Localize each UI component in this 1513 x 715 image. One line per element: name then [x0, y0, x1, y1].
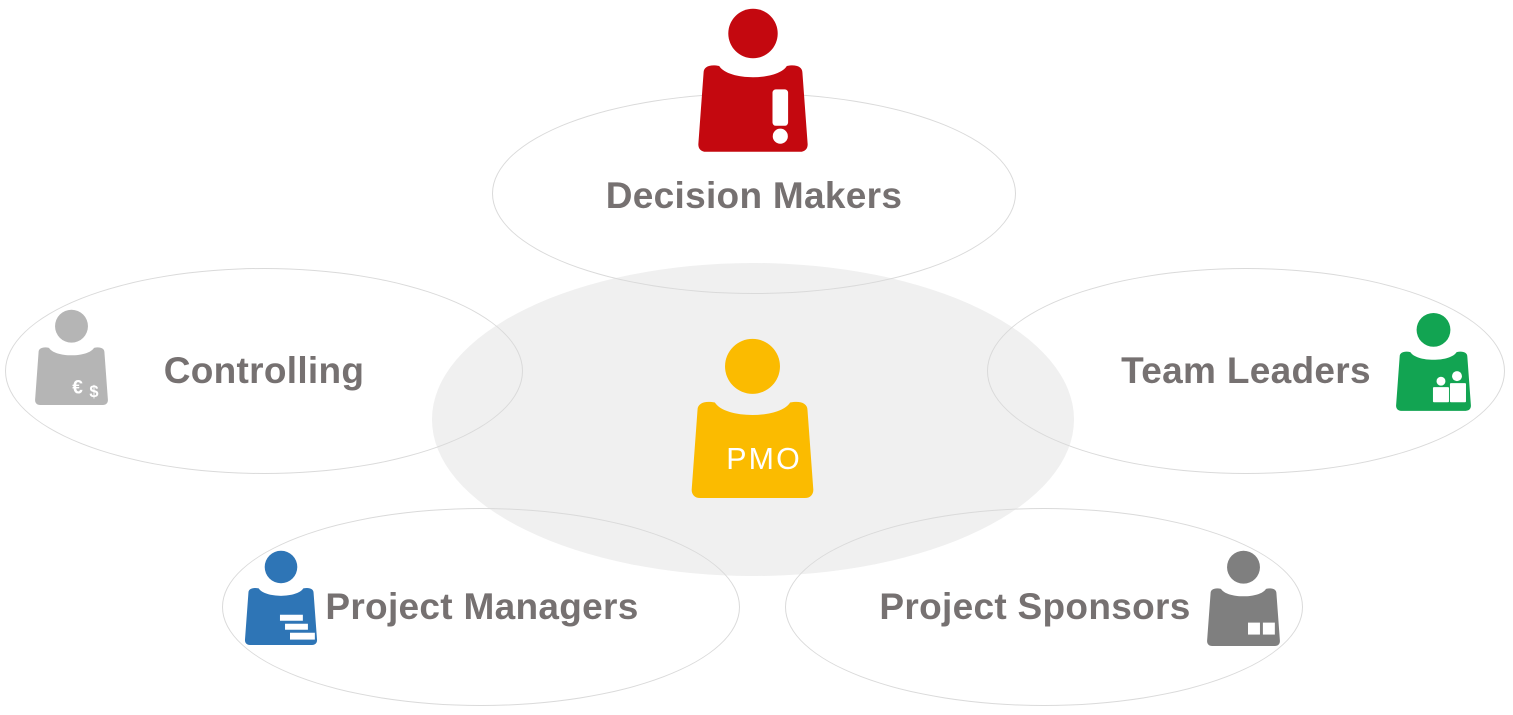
person-body [698, 65, 808, 152]
exclamation-icon [772, 89, 789, 144]
pmo-person-icon: PMO [691, 338, 814, 498]
team-leaders-ellipse [987, 268, 1505, 474]
person-body [35, 347, 108, 405]
controlling-person-icon: € $ [35, 309, 108, 405]
project-sponsors-ellipse [785, 508, 1303, 706]
person-body [1207, 588, 1280, 646]
currency-icon: € $ [72, 378, 98, 401]
euro-symbol: € [72, 378, 83, 399]
person-head [1416, 312, 1451, 347]
decision-makers-person-icon [698, 8, 808, 152]
project-managers-label: Project Managers [325, 586, 639, 627]
two-squares-icon [1248, 622, 1275, 635]
project-managers-person-icon [244, 550, 318, 645]
person-head [1227, 550, 1260, 584]
project-sponsors-label: Project Sponsors [879, 586, 1191, 627]
person-head [725, 338, 780, 394]
person-head [55, 309, 88, 343]
decision-makers-label: Decision Makers [605, 175, 903, 216]
person-head [728, 8, 778, 59]
person-head [264, 550, 298, 584]
team-leaders-person-icon [1396, 312, 1471, 411]
team-leaders-label: Team Leaders [1121, 350, 1371, 391]
project-managers-ellipse [222, 508, 740, 706]
gantt-bars-icon [279, 614, 315, 640]
project-sponsors-person-icon [1207, 550, 1280, 646]
pmo-label: PMO [726, 443, 802, 476]
dollar-symbol: $ [89, 383, 98, 401]
controlling-label: Controlling [163, 350, 365, 391]
controlling-ellipse [5, 268, 523, 474]
person-body [691, 401, 814, 498]
team-icon [1432, 371, 1466, 403]
